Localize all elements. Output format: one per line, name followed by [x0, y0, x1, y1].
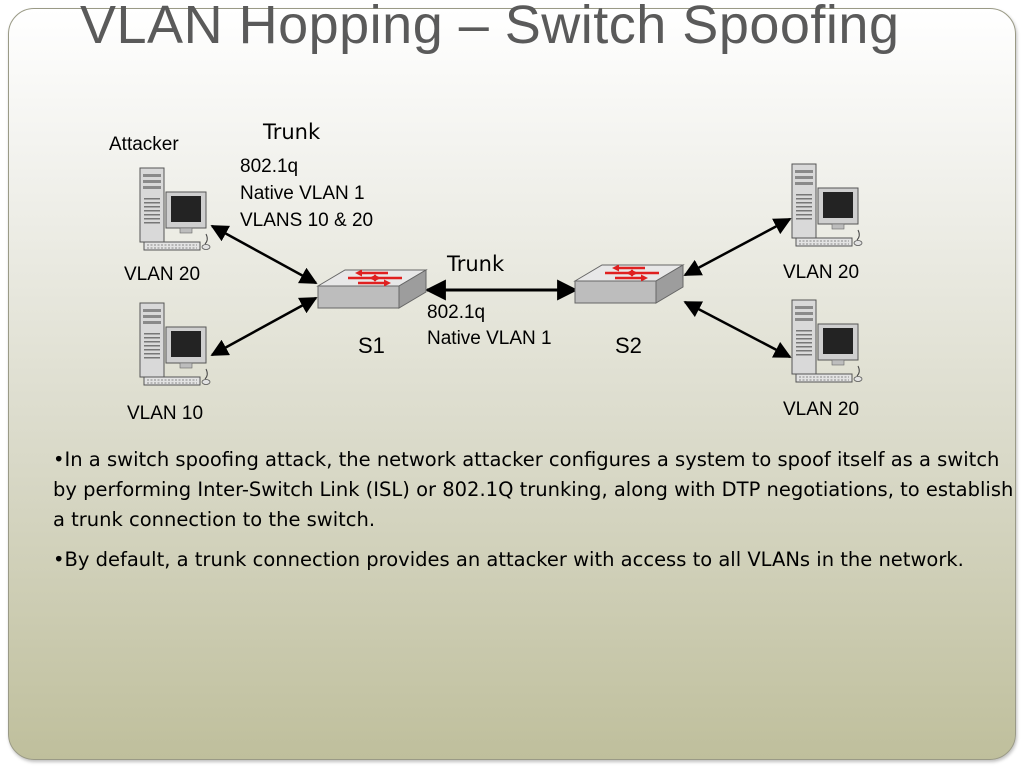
top-trunk-detail: Native VLAN 1 [240, 183, 365, 204]
middle-trunk-detail: Native VLAN 1 [427, 328, 552, 349]
bullet-list: •In a switch spoofing attack, the networ… [53, 445, 1015, 585]
middle-trunk-label: Trunk [446, 252, 505, 276]
switch-s2-icon [573, 263, 685, 305]
link-vlan10-s1 [210, 296, 318, 357]
link-s2-vlan20-top [683, 217, 792, 277]
vlan20-top-host-label: VLAN 20 [783, 262, 859, 283]
attacker-label: Attacker [109, 134, 179, 155]
attacker-vlan-label: VLAN 20 [124, 264, 200, 285]
top-trunk-detail: VLANS 10 & 20 [240, 210, 373, 231]
link-s2-vlan20-bottom [683, 300, 792, 359]
link-attacker-s1 [210, 224, 318, 285]
vlan20-bottom-pc-icon [791, 299, 863, 383]
vlan20-top-pc-icon [791, 163, 863, 247]
top-trunk-label: Trunk [262, 120, 321, 144]
slide-title: VLAN Hopping – Switch Spoofing [80, 0, 900, 55]
bullet-item: •By default, a trunk connection provides… [53, 548, 964, 571]
attacker-pc-icon [139, 167, 211, 251]
vlan10-host-label: VLAN 10 [127, 403, 203, 424]
switch-s1-label: S1 [358, 333, 385, 358]
middle-trunk-detail: 802.1q [427, 302, 485, 323]
switch-s1-icon [316, 268, 428, 310]
vlan20-bottom-host-label: VLAN 20 [783, 399, 859, 420]
switch-s2-label: S2 [615, 333, 642, 358]
top-trunk-detail: 802.1q [240, 156, 298, 177]
vlan10-pc-icon [139, 302, 211, 386]
bullet-item: •In a switch spoofing attack, the networ… [53, 448, 1014, 531]
